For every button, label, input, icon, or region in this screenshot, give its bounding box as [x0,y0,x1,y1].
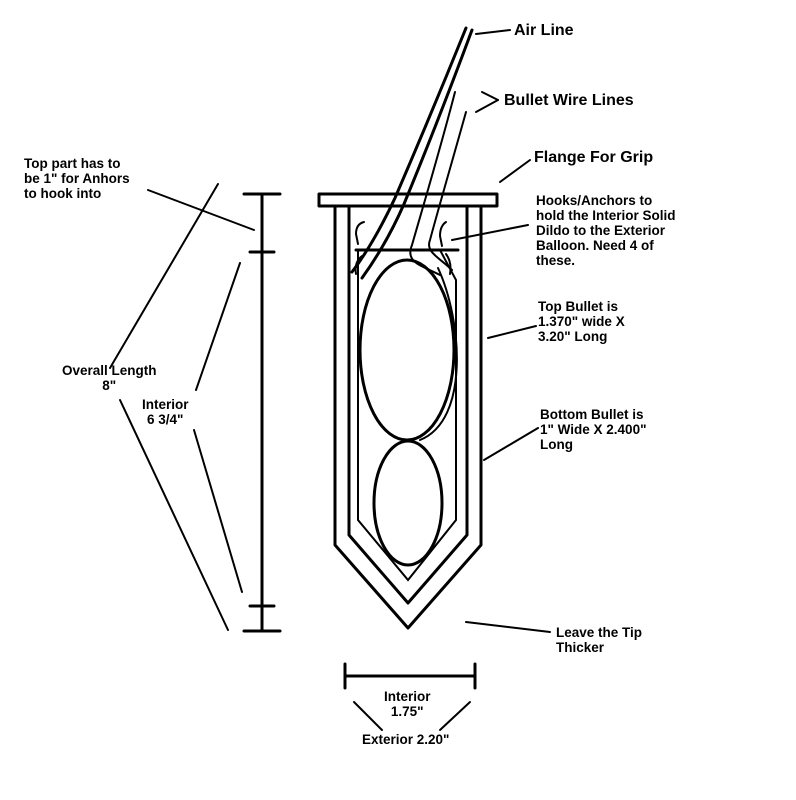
bottom-bullet [372,439,444,567]
outer-balloon [333,204,483,630]
top-bullet-label: Top Bullet is 1.370" wide X 3.20" Long [538,299,625,345]
air-line [350,26,474,280]
interior-width-label: Interior 1.75" [384,689,431,720]
flange-for-grip-label: Flange For Grip [534,149,654,166]
bottom-bullet-label: Bottom Bullet is 1" Wide X 2.400" Long [540,407,647,453]
air-line-label: Air Line [514,22,574,39]
top-part-label: Top part has to be 1" for Anhors to hook… [24,156,130,202]
length-dimension [109,183,282,633]
overall-length-label: Overall Length 8" [62,363,157,394]
inner-liner [357,249,457,582]
leader-lines [147,29,551,633]
inner-body [347,204,469,605]
hooks-anchors-label: Hooks/Anchors to hold the Interior Solid… [536,193,676,269]
leave-tip-label: Leave the Tip Thicker [556,625,643,656]
interior-length-label: Interior 6 3/4" [142,397,189,428]
exterior-width-label: Exterior 2.20" [362,732,450,747]
width-dimension [343,662,477,731]
bullet-wire-lines [409,91,467,441]
top-bullet [358,258,456,442]
bullet-wire-lines-label: Bullet Wire Lines [504,92,634,109]
